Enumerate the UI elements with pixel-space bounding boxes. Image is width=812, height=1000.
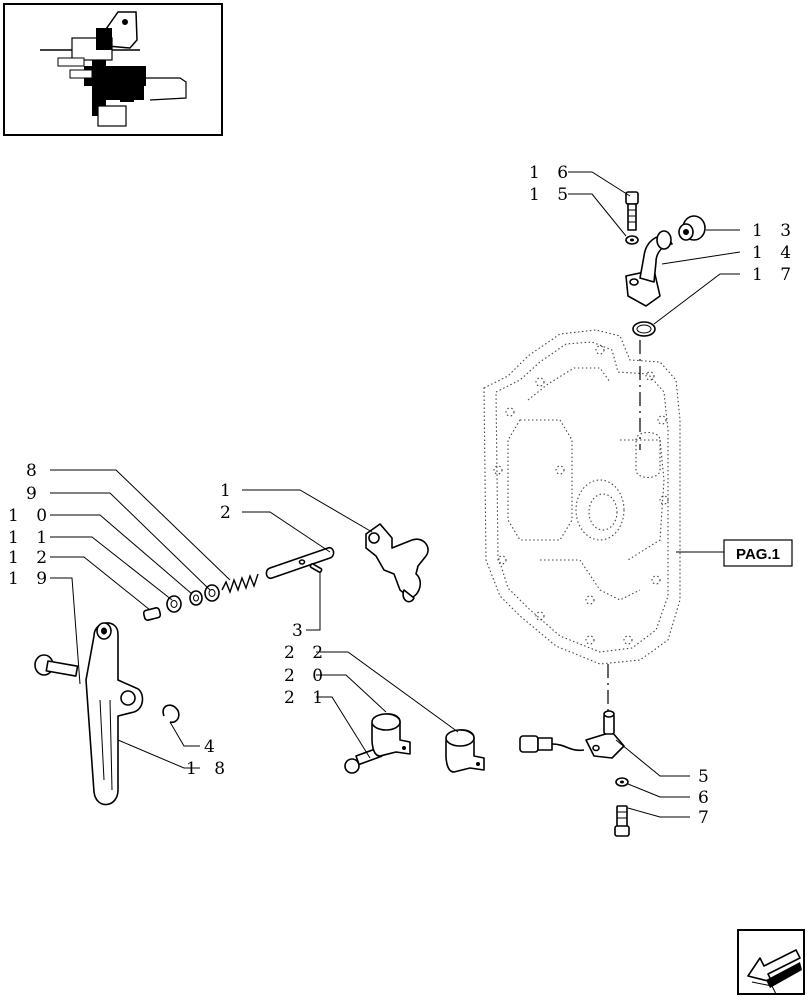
back-arrow-icon <box>747 949 802 995</box>
callout-6: 6 <box>698 788 715 808</box>
callout-4: 4 <box>204 737 221 757</box>
part-10-ring[interactable] <box>189 590 203 606</box>
callout-13: 1 3 <box>752 221 797 241</box>
callout-19: 1 9 <box>8 569 53 589</box>
page-reference-label: PAG.1 <box>736 546 780 563</box>
callout-1: 1 <box>220 481 237 501</box>
transmission-housing-outline <box>483 329 681 665</box>
part-13-plug[interactable] <box>678 215 706 241</box>
leader-lines <box>50 171 741 818</box>
callout-8: 8 <box>26 461 43 481</box>
part-18-lever[interactable] <box>85 622 144 806</box>
part-1-shift-fork[interactable] <box>365 523 429 603</box>
part-17-o-ring[interactable] <box>632 321 656 337</box>
callout-20: 2 0 <box>284 666 329 686</box>
callout-14: 1 4 <box>752 243 797 263</box>
part-16-bolt[interactable] <box>625 191 639 231</box>
part-11-ring[interactable] <box>166 595 182 613</box>
callout-11: 1 1 <box>8 528 53 548</box>
callout-12: 1 2 <box>8 548 53 568</box>
part-7-bolt[interactable] <box>614 805 630 837</box>
part-2-shaft[interactable] <box>265 546 335 580</box>
gearbox-assembly-thumbnail-icon <box>40 11 187 127</box>
callout-2: 2 <box>220 503 237 523</box>
callout-5: 5 <box>698 767 715 787</box>
callout-7: 7 <box>698 808 715 828</box>
callout-17: 1 7 <box>752 265 797 285</box>
part-15-washer[interactable] <box>625 235 639 245</box>
callout-10: 1 0 <box>8 506 53 526</box>
part-20-clamp[interactable] <box>371 713 411 757</box>
part-4-snap-ring[interactable] <box>162 704 180 724</box>
callout-22: 2 2 <box>284 643 329 663</box>
callout-labels: 1 6 1 5 1 3 1 4 1 7 8 9 1 0 1 1 1 2 1 9 … <box>8 163 797 828</box>
part-14-pipe-elbow[interactable] <box>625 230 673 307</box>
callout-21: 2 1 <box>284 688 329 708</box>
callout-18: 1 8 <box>186 759 231 779</box>
part-5-sensor[interactable] <box>519 710 625 759</box>
back-navigation-button[interactable] <box>737 929 805 995</box>
part-12-bushing[interactable] <box>142 607 162 621</box>
part-3-pin[interactable] <box>309 563 323 573</box>
callout-16: 1 6 <box>529 163 574 183</box>
part-22-clamp[interactable] <box>445 729 485 773</box>
part-6-washer[interactable] <box>615 777 629 787</box>
callout-3: 3 <box>292 621 309 641</box>
callout-9: 9 <box>26 484 43 504</box>
part-19-pin[interactable] <box>34 654 79 677</box>
assembly-thumbnail[interactable] <box>3 3 223 136</box>
page-reference-link[interactable]: PAG.1 <box>676 539 793 567</box>
callout-15: 1 5 <box>529 185 574 205</box>
part-8-spring[interactable] <box>221 573 259 595</box>
